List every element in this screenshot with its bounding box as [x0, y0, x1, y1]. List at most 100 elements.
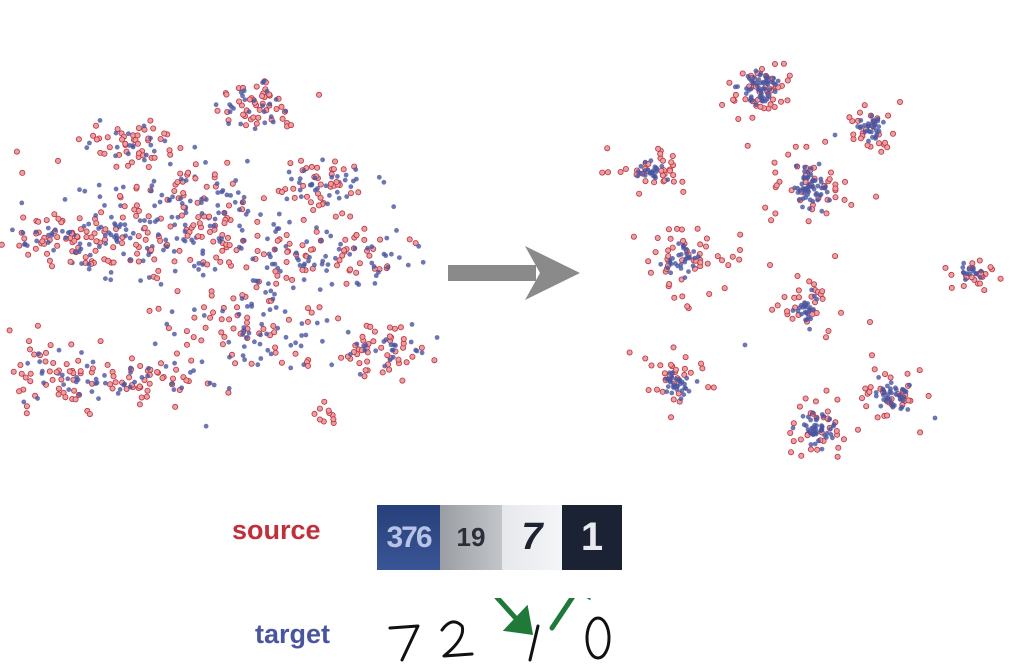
source-sample-point: [55, 385, 62, 392]
source-sample-point: [218, 316, 225, 323]
target-sample-point: [771, 75, 776, 81]
target-sample-point: [766, 94, 772, 99]
target-sample-point: [665, 265, 670, 271]
source-sample-point: [773, 182, 780, 189]
source-sample-point: [71, 237, 78, 244]
target-sample-point: [869, 129, 874, 135]
source-sample-point: [636, 190, 643, 197]
target-sample-point: [684, 255, 690, 261]
target-sample-point: [39, 371, 45, 376]
target-sample-point: [200, 251, 206, 257]
target-sample-point: [253, 278, 259, 284]
source-sample-point: [333, 178, 340, 185]
target-sample-point: [323, 183, 329, 189]
target-sample-point: [808, 417, 813, 423]
source-sample-point: [316, 416, 323, 423]
target-sample-point: [114, 144, 120, 150]
target-sample-point: [283, 334, 289, 340]
target-sample-point: [103, 380, 108, 386]
source-sample-point: [177, 170, 184, 177]
target-sample-point: [246, 109, 252, 115]
target-sample-point: [336, 195, 342, 201]
target-sample-point: [389, 251, 394, 257]
source-sample-point: [271, 329, 278, 336]
target-sample-point: [140, 258, 146, 264]
source-sample-point: [97, 338, 104, 345]
source-sample-point: [311, 410, 318, 417]
target-sample-point: [289, 176, 294, 182]
target-sample-point: [365, 245, 370, 251]
target-sample-point: [329, 362, 335, 368]
target-sample-point: [354, 341, 360, 347]
source-sample-point: [133, 241, 140, 248]
target-sample-point: [163, 364, 169, 369]
target-sample-point: [77, 241, 83, 247]
target-sample-point: [19, 200, 25, 206]
source-sample-point: [887, 374, 894, 381]
target-sample-point: [147, 219, 153, 225]
source-sample-point: [77, 226, 84, 233]
target-sample-point: [384, 235, 390, 241]
source-sample-point: [88, 234, 95, 241]
source-sample-point: [288, 122, 295, 129]
target-sample-point: [252, 339, 257, 345]
target-sample-point: [648, 158, 654, 164]
target-sample-point: [803, 195, 809, 200]
source-sample-point: [904, 370, 911, 377]
source-sample-point: [834, 396, 841, 403]
target-sample-point: [357, 371, 363, 377]
target-sample-point: [189, 237, 195, 243]
source-sample-point: [679, 178, 686, 185]
target-sample-point: [797, 305, 802, 311]
transition-arrow-icon: [448, 246, 580, 300]
source-sample-point: [331, 158, 338, 165]
target-sample-point: [255, 362, 261, 368]
target-sample-point: [167, 161, 173, 167]
target-sample-point: [674, 376, 679, 382]
target-sample-point: [211, 223, 217, 229]
target-sample-point: [667, 378, 673, 383]
target-sample-point: [753, 68, 759, 74]
source-sample-point: [190, 334, 197, 341]
source-sample-point: [645, 386, 652, 393]
target-sample-point: [151, 148, 157, 154]
target-sample-point: [199, 196, 205, 202]
target-sample-point: [642, 159, 648, 165]
target-sample-point: [876, 128, 882, 134]
target-sample-point: [823, 184, 828, 190]
target-sample-point: [148, 142, 154, 148]
source-sample-point: [325, 407, 332, 414]
target-sample-point: [250, 256, 256, 262]
source-sample-point: [317, 181, 324, 188]
target-sample-point: [77, 392, 82, 397]
source-sample-point: [183, 328, 190, 335]
source-sample-point: [27, 378, 34, 385]
target-sample-point: [803, 317, 808, 323]
target-sample-point: [775, 78, 781, 84]
source-sample-point: [657, 362, 664, 369]
source-sample-point: [224, 234, 231, 241]
target-sample-point: [801, 175, 806, 181]
source-sample-point: [842, 178, 849, 185]
source-sample-point: [771, 104, 778, 111]
target-sample-point: [238, 89, 244, 95]
target-sample-point: [102, 233, 108, 239]
target-sample-point: [179, 201, 185, 206]
target-sample-point: [102, 373, 107, 378]
source-sample-point: [16, 388, 23, 395]
handwritten-digit-0: [585, 616, 611, 660]
target-sample-point: [664, 376, 669, 382]
source-sample-point: [225, 202, 232, 209]
target-sample-point: [293, 340, 298, 346]
source-sample-point: [278, 103, 285, 110]
target-sample-point: [681, 392, 687, 397]
target-sample-point: [772, 89, 778, 95]
source-sample-point: [307, 246, 314, 253]
target-sample-point: [113, 222, 118, 228]
target-sample-point: [810, 184, 816, 189]
source-sample-point: [772, 61, 779, 68]
target-sample-point: [769, 79, 775, 85]
target-sample-point: [272, 291, 277, 297]
source-sample-point: [395, 356, 402, 363]
target-sample-point: [227, 109, 233, 115]
